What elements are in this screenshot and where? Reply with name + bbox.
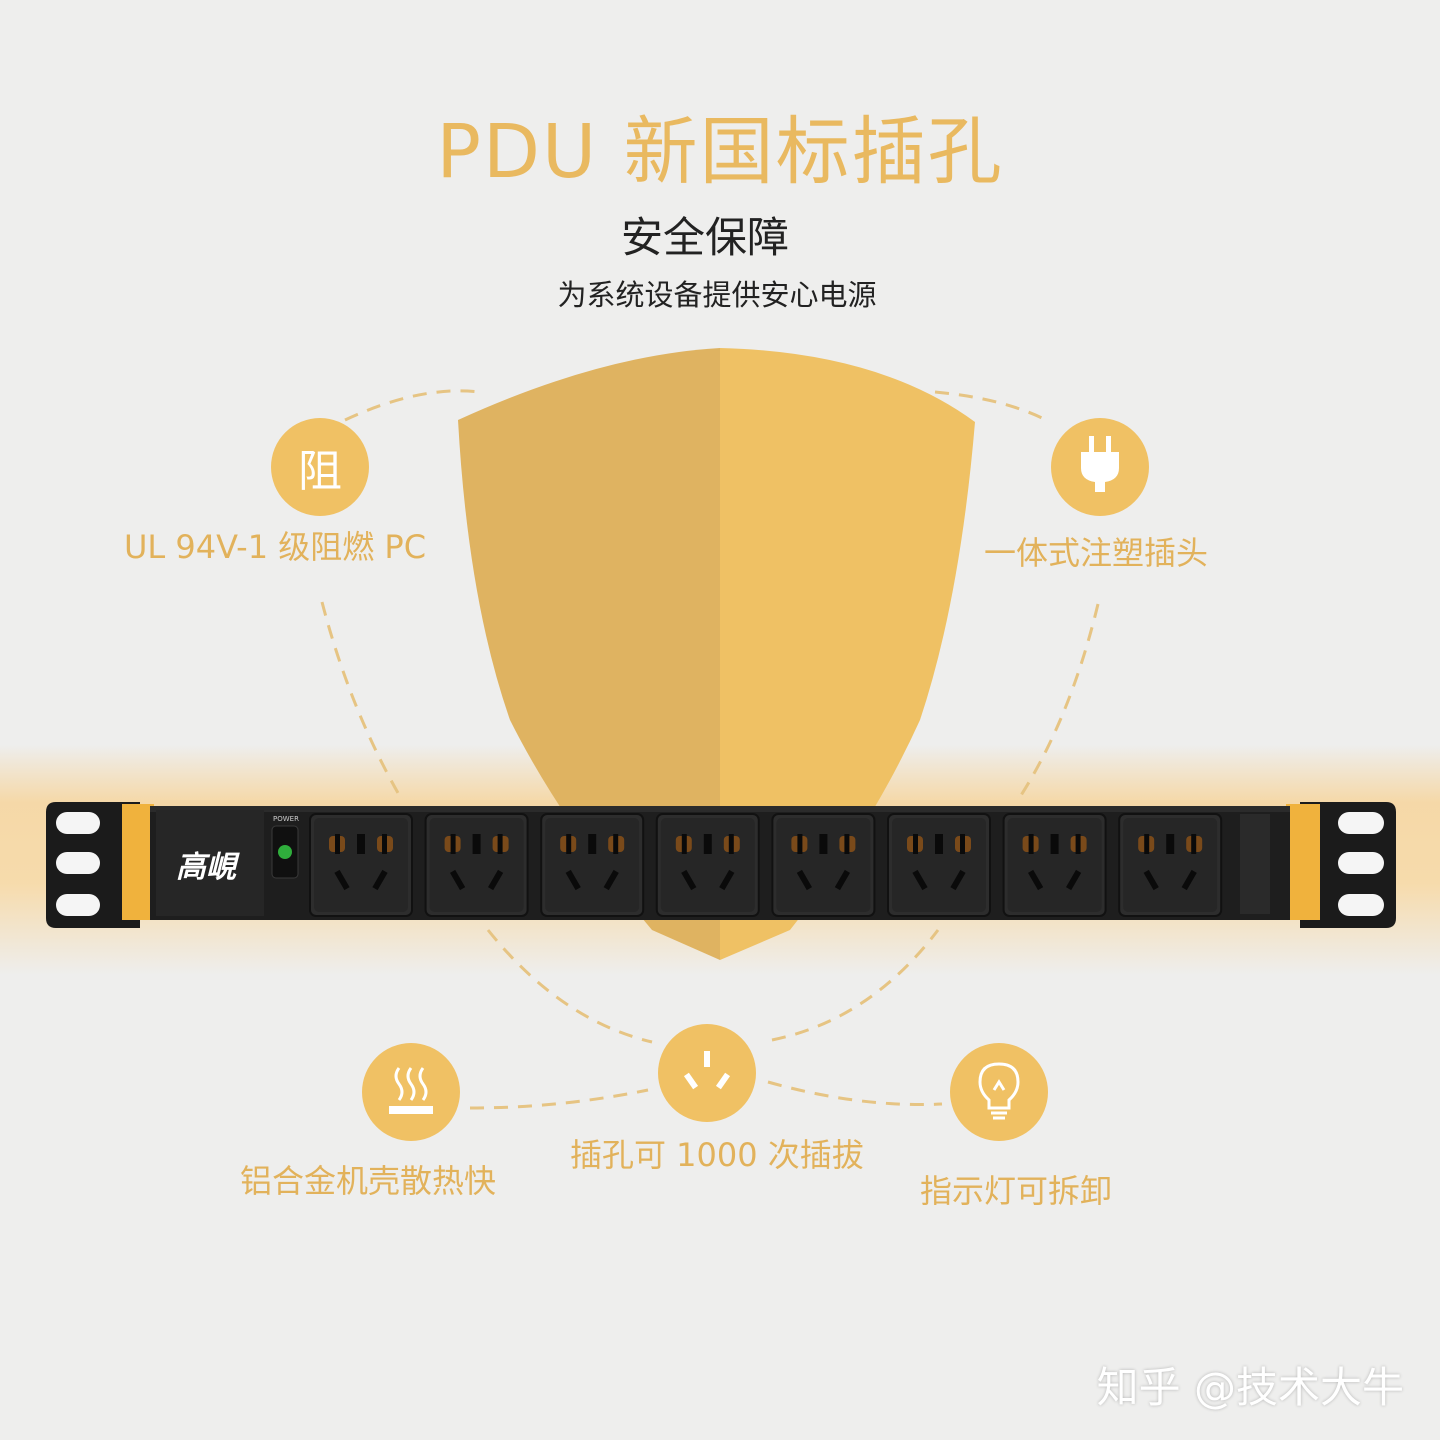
left-mounting-bracket	[46, 802, 140, 928]
page-tagline: 为系统设备提供安心电源	[557, 278, 877, 312]
dash-left-link	[469, 1088, 649, 1110]
socket-durability-label: 插孔可 1000 次插拔	[570, 1136, 864, 1174]
outlet-group	[309, 813, 1223, 917]
dash-left-arc	[320, 601, 404, 801]
outlet-7	[1002, 813, 1107, 917]
power-indicator-light	[278, 845, 292, 859]
dash-top-left	[344, 389, 481, 422]
brand-logo-text: 高峴	[176, 850, 236, 885]
outlet-2	[424, 813, 529, 917]
dash-right-arc	[1016, 603, 1100, 801]
flame-retardant-icon: 阻	[271, 418, 369, 516]
right-end-cap	[1286, 804, 1320, 920]
right-mounting-bracket	[1300, 802, 1396, 928]
heat-icon	[362, 1043, 460, 1141]
bulb-icon	[950, 1043, 1048, 1141]
outlet-1	[309, 813, 413, 917]
dash-bottom-left-arc	[486, 929, 653, 1044]
left-end-cap	[122, 804, 154, 920]
page-title: PDU 新国标插孔	[436, 109, 1004, 195]
outlet-8	[1118, 813, 1223, 917]
watermark: 知乎 @技术大牛	[1096, 1363, 1404, 1412]
heat-dissipation-label: 铝合金机壳散热快	[240, 1162, 497, 1200]
outlet-3	[540, 813, 645, 917]
socket-icon	[658, 1024, 756, 1122]
outlet-6	[887, 813, 991, 917]
dash-bottom-right-arc	[771, 929, 940, 1042]
outlet-4	[655, 813, 760, 917]
indicator-label: 指示灯可拆卸	[920, 1172, 1113, 1210]
flame-retardant-label: UL 94V-1 级阻燃 PC	[124, 528, 427, 566]
plug-icon	[1051, 418, 1149, 516]
brand-panel	[156, 810, 264, 916]
flame-retardant-icon-text: 阻	[298, 446, 342, 497]
page-subtitle: 安全保障	[620, 213, 789, 262]
power-label: POWER	[273, 815, 299, 823]
outlet-5	[771, 813, 876, 917]
molded-plug-label: 一体式注塑插头	[984, 534, 1209, 572]
blank-panel	[1240, 814, 1270, 914]
dash-top-right	[934, 390, 1043, 420]
dash-right-link	[767, 1080, 943, 1107]
